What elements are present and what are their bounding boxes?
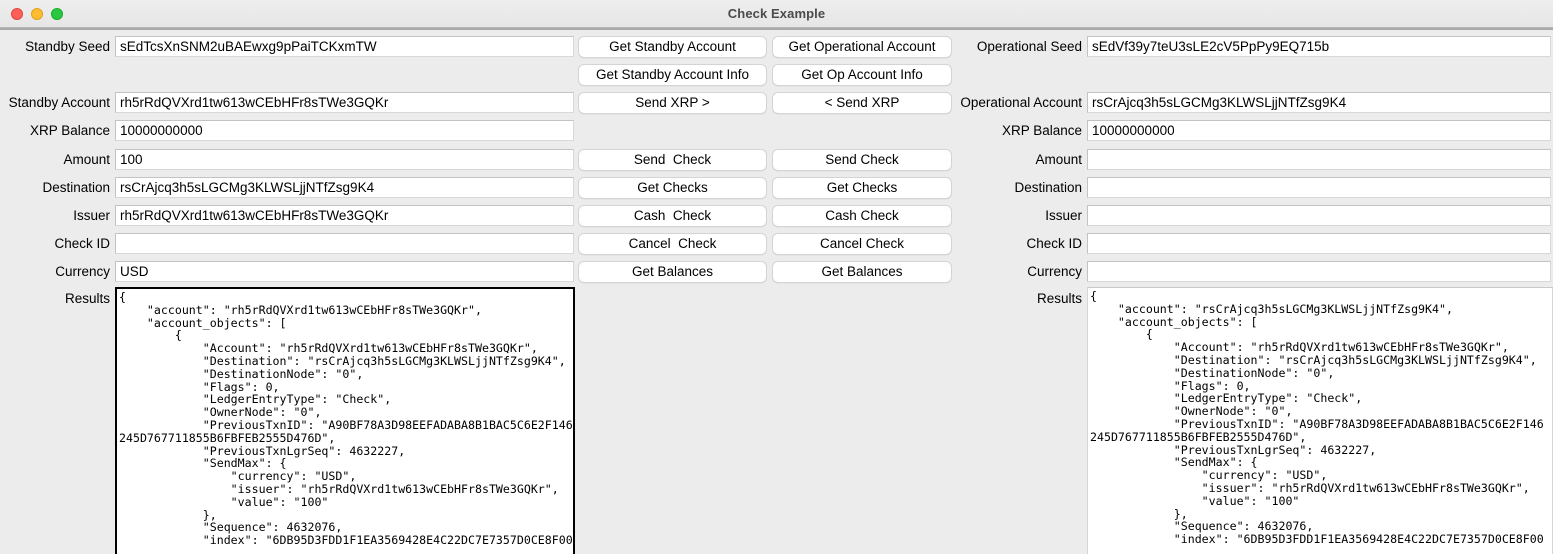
standby-results-textarea[interactable]: { "account": "rh5rRdQVXrd1tw613wCEbHFr8s… [115,287,575,554]
operational-amount-input[interactable] [1087,149,1551,170]
standby-seed-input[interactable]: sEdTcsXnSNM2uBAEwxg9pPaiTCKxmTW [115,36,574,57]
operational-issuer-label: Issuer [1045,208,1082,223]
send-xrp-left-button[interactable]: < Send XRP [772,92,952,114]
send-xrp-right-button[interactable]: Send XRP > [578,92,767,114]
standby-send-check-button[interactable]: Send Check [578,149,767,171]
operational-destination-label: Destination [1014,180,1082,195]
minimize-button[interactable] [31,8,43,20]
operational-get-checks-button[interactable]: Get Checks [772,177,952,199]
operational-issuer-input[interactable] [1087,205,1551,226]
standby-get-checks-button[interactable]: Get Checks [578,177,767,199]
standby-currency-label: Currency [55,264,110,279]
standby-account-label: Standby Account [8,95,110,110]
operational-amount-label: Amount [1035,152,1082,167]
operational-cash-check-button[interactable]: Cash Check [772,205,952,227]
title-bar: Check Example [0,0,1553,28]
operational-seed-input[interactable]: sEdVf39y7teU3sLE2cV5PpPy9EQ715b [1087,36,1551,57]
operational-account-label: Operational Account [960,95,1082,110]
maximize-button[interactable] [51,8,63,20]
operational-xrp-balance-label: XRP Balance [1001,123,1082,138]
operational-account-input[interactable]: rsCrAjcq3h5sLGCMg3KLWSLjjNTfZsg9K4 [1087,92,1551,113]
standby-seed-label: Standby Seed [25,39,110,54]
standby-cash-check-button[interactable]: Cash Check [578,205,767,227]
window-title: Check Example [727,6,826,21]
operational-send-check-button[interactable]: Send Check [772,149,952,171]
window-controls [11,8,63,20]
operational-check-id-input[interactable] [1087,233,1551,254]
standby-account-input[interactable]: rh5rRdQVXrd1tw613wCEbHFr8sTWe3GQKr [115,92,574,113]
standby-issuer-input[interactable]: rh5rRdQVXrd1tw613wCEbHFr8sTWe3GQKr [115,205,574,226]
operational-cancel-check-button[interactable]: Cancel Check [772,233,952,255]
standby-xrp-balance-label: XRP Balance [29,123,110,138]
operational-currency-input[interactable] [1087,261,1551,282]
standby-check-id-label: Check ID [54,236,110,251]
standby-amount-input[interactable]: 100 [115,149,574,170]
standby-amount-label: Amount [63,152,110,167]
operational-xrp-balance-input[interactable]: 10000000000 [1087,120,1551,141]
get-operational-account-button[interactable]: Get Operational Account [772,36,952,58]
operational-check-id-label: Check ID [1026,236,1082,251]
operational-destination-input[interactable] [1087,177,1551,198]
close-button[interactable] [11,8,23,20]
operational-results-textarea[interactable]: { "account": "rsCrAjcq3h5sLGCMg3KLWSLjjN… [1087,287,1553,554]
standby-destination-input[interactable]: rsCrAjcq3h5sLGCMg3KLWSLjjNTfZsg9K4 [115,177,574,198]
standby-xrp-balance-input[interactable]: 10000000000 [115,120,574,141]
get-standby-account-button[interactable]: Get Standby Account [578,36,767,58]
content-area: Standby Seed sEdTcsXnSNM2uBAEwxg9pPaiTCK… [0,28,1553,554]
standby-cancel-check-button[interactable]: Cancel Check [578,233,767,255]
operational-currency-label: Currency [1027,264,1082,279]
standby-results-label: Results [64,291,110,306]
get-op-account-info-button[interactable]: Get Op Account Info [772,64,952,86]
operational-get-balances-button[interactable]: Get Balances [772,261,952,283]
standby-check-id-input[interactable] [115,233,574,254]
standby-issuer-label: Issuer [73,208,110,223]
standby-get-balances-button[interactable]: Get Balances [578,261,767,283]
standby-currency-input[interactable]: USD [115,261,574,282]
operational-seed-label: Operational Seed [976,39,1082,54]
get-standby-account-info-button[interactable]: Get Standby Account Info [578,64,767,86]
operational-results-label: Results [1036,291,1082,306]
standby-destination-label: Destination [42,180,110,195]
